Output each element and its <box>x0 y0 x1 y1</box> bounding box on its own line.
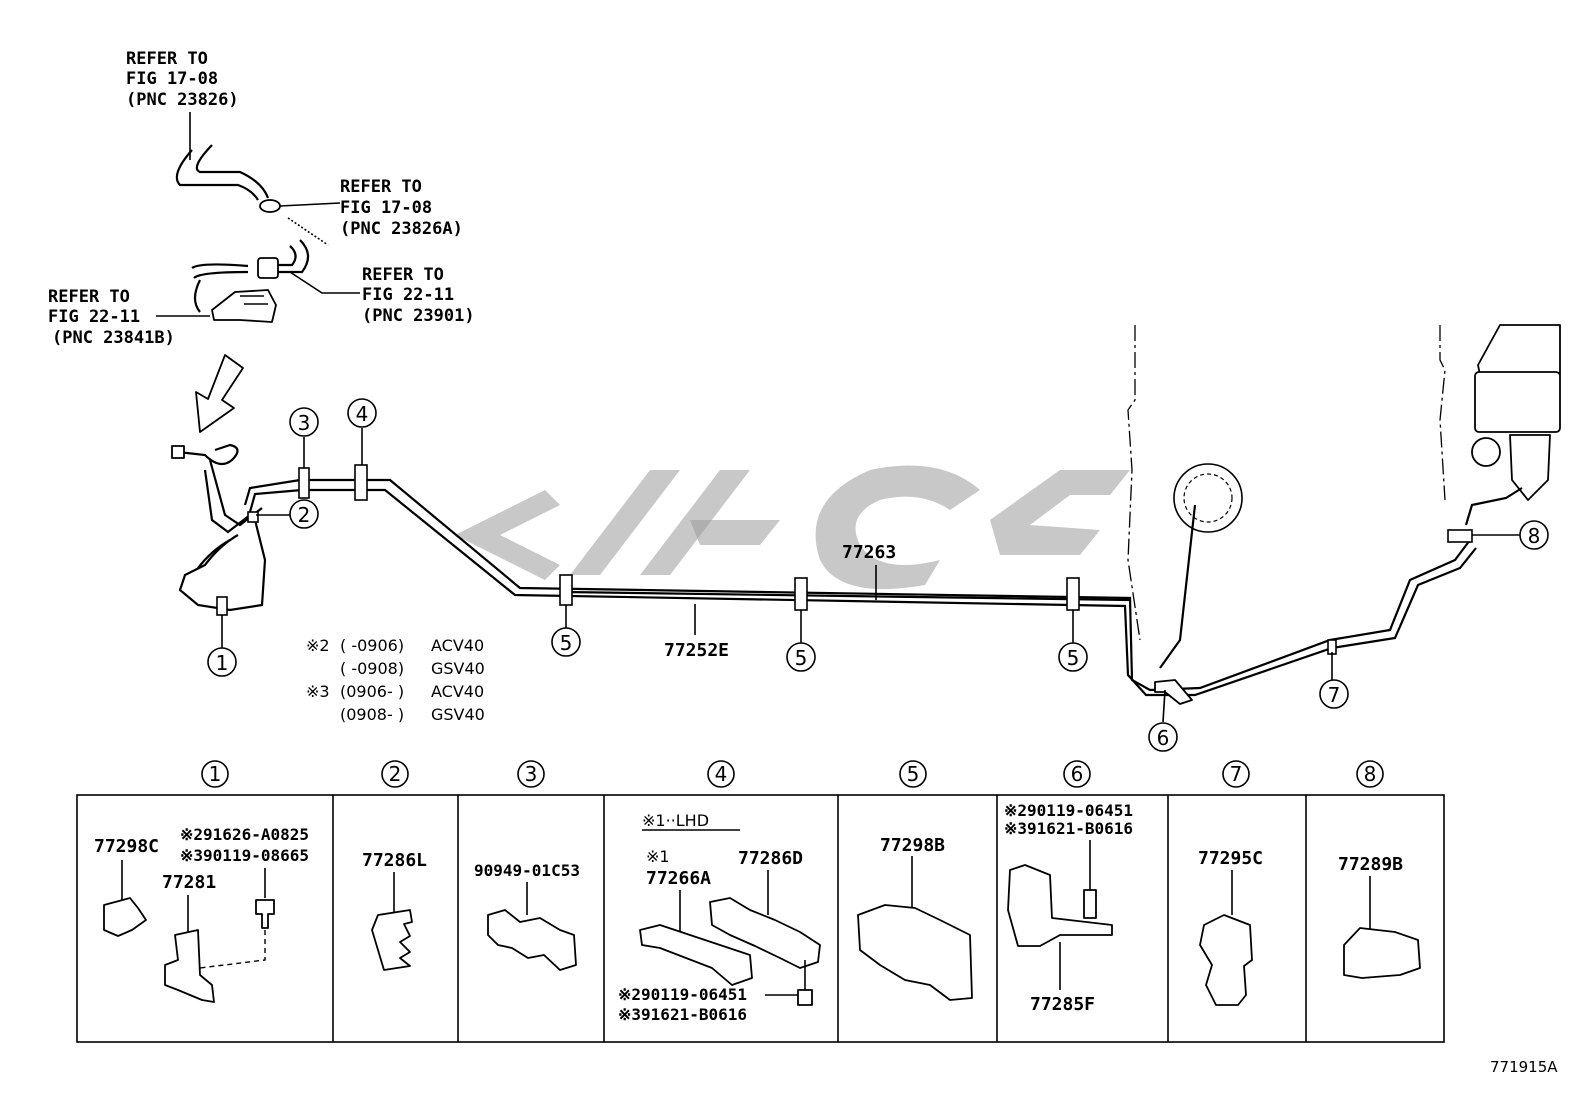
svg-text:(PNC 23826A): (PNC 23826A) <box>340 219 463 239</box>
reference-label-4: REFER TO FIG 22-11 (PNC 23841B) <box>48 287 175 348</box>
callout-5a: 5 <box>551 627 581 657</box>
callout-1: 1 <box>207 647 237 677</box>
callout-3: 3 <box>289 407 319 437</box>
reference-label-2: REFER TO FIG 17-08 (PNC 23826A) <box>340 177 463 239</box>
svg-text:(0906- ): (0906- ) <box>340 682 404 701</box>
svg-text:77286L: 77286L <box>362 850 427 871</box>
svg-text:(PNC 23841B): (PNC 23841B) <box>52 328 175 348</box>
svg-text:ACV40: ACV40 <box>431 636 484 655</box>
table-header-1: 1 <box>201 760 229 788</box>
svg-text:(PNC 23901): (PNC 23901) <box>362 306 475 326</box>
svg-text:5: 5 <box>795 646 808 670</box>
table-header-5: 5 <box>899 760 927 788</box>
table-cell-5: 77298B <box>857 835 973 1001</box>
svg-text:※2: ※2 <box>306 636 330 655</box>
upper-hose-assembly <box>175 144 329 323</box>
svg-text:77289B: 77289B <box>1338 854 1403 875</box>
table-header-4: 4 <box>707 760 735 788</box>
table-header-3: 3 <box>517 760 545 788</box>
svg-text:77298B: 77298B <box>880 835 945 856</box>
svg-text:※390119-08665: ※390119-08665 <box>180 846 309 865</box>
callout-2: 2 <box>289 499 319 529</box>
svg-text:77266A: 77266A <box>646 868 711 889</box>
svg-text:6: 6 <box>1157 726 1170 750</box>
svg-text:(PNC 23826): (PNC 23826) <box>126 90 239 110</box>
svg-text:(0908- ): (0908- ) <box>340 705 404 724</box>
svg-text:REFER TO: REFER TO <box>48 287 130 307</box>
direction-arrow <box>195 354 244 433</box>
reference-label-1: REFER TO FIG 17-08 (PNC 23826) <box>126 49 239 110</box>
svg-text:2: 2 <box>389 762 402 786</box>
svg-text:※1··LHD: ※1··LHD <box>642 811 709 830</box>
table-cell-7: 77295C <box>1198 848 1263 1006</box>
svg-text:REFER TO: REFER TO <box>126 49 208 69</box>
callout-4: 4 <box>347 398 377 428</box>
svg-text:( -0906): ( -0906) <box>340 636 404 655</box>
svg-text:90949-01C53: 90949-01C53 <box>474 861 580 880</box>
table-header-7: 7 <box>1222 760 1250 788</box>
callout-5b: 5 <box>786 642 816 672</box>
table-cell-3: 90949-01C53 <box>474 861 580 971</box>
svg-text:77285F: 77285F <box>1030 994 1095 1015</box>
callout-6: 6 <box>1148 722 1178 752</box>
svg-text:( -0908): ( -0908) <box>340 659 404 678</box>
svg-text:FIG 17-08: FIG 17-08 <box>126 69 218 89</box>
svg-text:※1: ※1 <box>646 847 670 866</box>
table-cell-1: 77298C ※291626-A0825 ※390119-08665 77281 <box>94 825 309 1003</box>
svg-text:※290119-06451: ※290119-06451 <box>618 985 747 1004</box>
callout-8: 8 <box>1519 520 1549 550</box>
applicability-notes: ※2 ( -0906) ACV40 ( -0908) GSV40 ※3 (090… <box>306 636 485 724</box>
svg-text:FIG 22-11: FIG 22-11 <box>362 285 454 305</box>
svg-text:REFER TO: REFER TO <box>340 177 422 197</box>
svg-text:3: 3 <box>525 762 538 786</box>
watermark-logo <box>455 465 1130 590</box>
svg-text:4: 4 <box>715 762 728 786</box>
svg-text:77286D: 77286D <box>738 848 803 869</box>
callout-5c: 5 <box>1058 642 1088 672</box>
svg-text:7: 7 <box>1230 762 1243 786</box>
svg-text:※391621-B0616: ※391621-B0616 <box>1004 819 1133 838</box>
part-77252E: 77252E <box>664 640 729 661</box>
table-cell-2: 77286L <box>362 850 427 971</box>
table-header-8: 8 <box>1356 760 1384 788</box>
svg-text:6: 6 <box>1071 762 1084 786</box>
svg-text:7: 7 <box>1328 683 1341 707</box>
svg-text:5: 5 <box>907 762 920 786</box>
figure-id: 771915A <box>1490 1058 1558 1076</box>
svg-text:ACV40: ACV40 <box>431 682 484 701</box>
svg-text:77298C: 77298C <box>94 836 159 857</box>
svg-text:1: 1 <box>209 762 222 786</box>
table-cell-6: ※290119-06451 ※391621-B0616 77285F <box>1004 801 1133 1015</box>
svg-text:※3: ※3 <box>306 682 330 701</box>
svg-text:2: 2 <box>298 503 311 527</box>
svg-text:5: 5 <box>1067 646 1080 670</box>
svg-text:3: 3 <box>298 411 311 435</box>
svg-text:77295C: 77295C <box>1198 848 1263 869</box>
table-header-6: 6 <box>1063 760 1091 788</box>
svg-text:8: 8 <box>1528 524 1541 548</box>
svg-text:FIG 22-11: FIG 22-11 <box>48 307 140 327</box>
parts-table <box>76 794 1445 1043</box>
callout-7: 7 <box>1319 679 1349 709</box>
svg-text:※391621-B0616: ※391621-B0616 <box>618 1005 747 1024</box>
svg-text:REFER TO: REFER TO <box>362 265 444 285</box>
table-header-2: 2 <box>381 760 409 788</box>
table-cell-4: ※1··LHD ※1 77266A 77286D ※290119-06451 ※… <box>618 811 821 1024</box>
fuel-line-route <box>171 324 1561 697</box>
reference-label-3: REFER TO FIG 22-11 (PNC 23901) <box>362 265 475 326</box>
svg-text:77281: 77281 <box>162 872 216 893</box>
part-77263: 77263 <box>842 542 896 563</box>
svg-text:※290119-06451: ※290119-06451 <box>1004 801 1133 820</box>
table-cell-8: 77289B <box>1338 854 1421 979</box>
svg-text:GSV40: GSV40 <box>431 705 485 724</box>
svg-text:GSV40: GSV40 <box>431 659 485 678</box>
svg-text:4: 4 <box>356 402 369 426</box>
svg-text:※291626-A0825: ※291626-A0825 <box>180 825 309 844</box>
svg-text:5: 5 <box>560 631 573 655</box>
svg-text:1: 1 <box>216 651 229 675</box>
svg-text:8: 8 <box>1364 762 1377 786</box>
svg-text:FIG 17-08: FIG 17-08 <box>340 198 432 218</box>
